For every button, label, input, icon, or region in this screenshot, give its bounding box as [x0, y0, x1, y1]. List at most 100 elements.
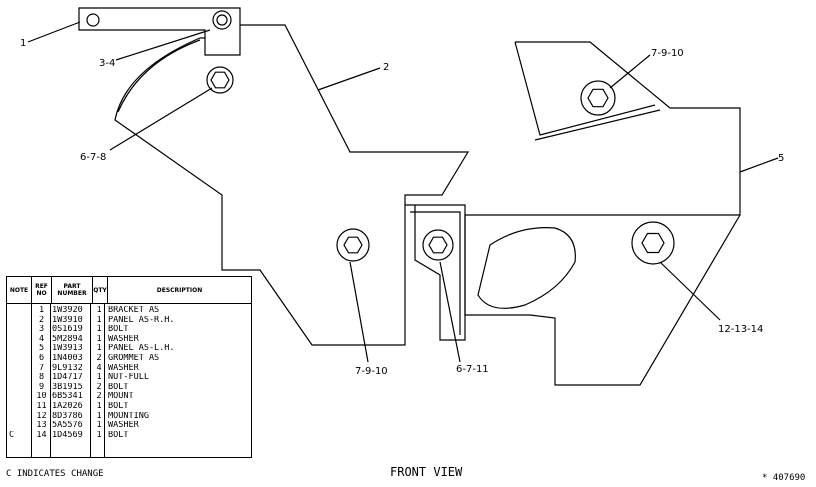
- row-description: BOLT: [108, 382, 129, 392]
- row-note: [7, 364, 32, 374]
- row-ref-no: 11: [36, 401, 47, 411]
- table-row: 8 1D4717 1 NUT-FULL: [7, 373, 251, 383]
- row-ref-no: 7: [38, 363, 45, 373]
- row-part-number: 1N4003: [52, 353, 83, 363]
- row-qty: 1: [96, 401, 102, 411]
- change-footnote: C INDICATES CHANGE: [6, 469, 104, 479]
- row-part-number: 1A2026: [52, 401, 83, 411]
- row-qty: 1: [96, 411, 102, 421]
- mounting-cutout: [477, 227, 576, 309]
- row-part-number: 3B1915: [52, 382, 83, 392]
- row-qty: 4: [96, 363, 102, 373]
- row-qty: 1: [96, 373, 102, 383]
- row-part-number: 1W3913: [52, 344, 83, 354]
- leader-3-4: [115, 29, 211, 61]
- row-part-number: 1W3910: [52, 315, 83, 325]
- row-description: MOUNT: [108, 392, 134, 402]
- row-ref-no: 13: [36, 421, 47, 431]
- row-note: [7, 383, 32, 393]
- callout-6-7-8: 6-7-8: [80, 152, 106, 163]
- row-ref-no: 1: [38, 306, 45, 315]
- leader-5: [739, 157, 779, 173]
- row-part-number: 0S1619: [52, 325, 83, 335]
- drawing-number: * 407690: [762, 473, 806, 483]
- row-ref-no: 6: [38, 353, 45, 363]
- row-note: [7, 392, 32, 402]
- leader-1: [27, 21, 81, 43]
- row-ref-no: 4: [38, 334, 45, 344]
- row-note: [7, 354, 32, 364]
- row-qty: 1: [96, 334, 102, 344]
- row-qty: 1: [96, 430, 102, 440]
- row-note: [7, 373, 32, 383]
- row-note: [7, 421, 32, 431]
- row-description: GROMMET AS: [108, 353, 160, 363]
- row-ref-no: 8: [38, 373, 45, 383]
- mounting-bolt-head: [641, 232, 665, 254]
- row-description: BOLT: [108, 430, 129, 440]
- row-note: [7, 344, 32, 354]
- row-part-number: 8D3786: [52, 411, 83, 421]
- row-description: PANEL AS-R.H.: [108, 315, 175, 325]
- center-plate-inner: [410, 211, 461, 335]
- panel-lh-strip: [514, 41, 656, 136]
- grommet-upper: [206, 66, 234, 94]
- row-description: WASHER: [108, 421, 139, 431]
- panel-rh-arc: [117, 39, 201, 113]
- leader-6-7-11: [439, 261, 461, 363]
- row-note: [7, 316, 32, 326]
- view-title: FRONT VIEW: [390, 465, 463, 479]
- nut-center: [428, 236, 448, 254]
- row-note: C: [9, 430, 15, 440]
- bolt-3-head: [212, 10, 232, 30]
- nut-upper: [210, 71, 230, 89]
- row-part-number: 5M2894: [52, 334, 83, 344]
- row-qty: 2: [96, 392, 102, 402]
- row-part-number: 1D4717: [52, 373, 83, 383]
- leader-12-13-14: [659, 261, 721, 321]
- grommet-left: [336, 228, 370, 262]
- mounting-washer: [631, 221, 675, 265]
- row-part-number: 9L9132: [52, 363, 83, 373]
- panel-lh-outline: [464, 41, 741, 386]
- row-qty: 1: [96, 315, 102, 325]
- row-qty: 1: [96, 306, 102, 315]
- header-description: DESCRIPTION: [156, 286, 203, 294]
- header-note: NOTE: [7, 277, 32, 303]
- row-description: WASHER: [108, 334, 139, 344]
- nut-left: [343, 236, 363, 254]
- center-plate: [405, 204, 466, 341]
- leader-6-7-8: [109, 87, 213, 151]
- row-part-number: 1W3920: [52, 306, 83, 315]
- table-row: 3 0S1619 1 BOLT: [7, 325, 251, 335]
- nut-right-upper: [587, 88, 609, 108]
- row-ref-no: 10: [36, 392, 47, 402]
- callout-12-13-14: 12-13-14: [718, 324, 763, 335]
- row-qty: 2: [96, 353, 102, 363]
- callout-3-4: 3-4: [99, 58, 115, 69]
- row-ref-no: 9: [38, 382, 45, 392]
- row-ref-no: 3: [38, 325, 45, 335]
- callout-7-9-10-bottom: 7-9-10: [355, 366, 388, 377]
- callout-7-9-10-top: 7-9-10: [651, 48, 684, 59]
- row-description: BRACKET AS: [108, 306, 160, 315]
- parts-table-header: NOTE REF NO PART NUMBER QTY DESCRIPTION: [7, 277, 251, 304]
- row-qty: 1: [96, 344, 102, 354]
- row-description: NUT-FULL: [108, 373, 149, 383]
- row-description: BOLT: [108, 325, 129, 335]
- leader-7-9-10-bottom: [349, 261, 369, 363]
- row-description: PANEL AS-L.H.: [108, 344, 175, 354]
- row-note: [7, 402, 32, 412]
- callout-2: 2: [383, 62, 389, 73]
- callout-6-7-11: 6-7-11: [456, 364, 489, 375]
- row-qty: 1: [96, 325, 102, 335]
